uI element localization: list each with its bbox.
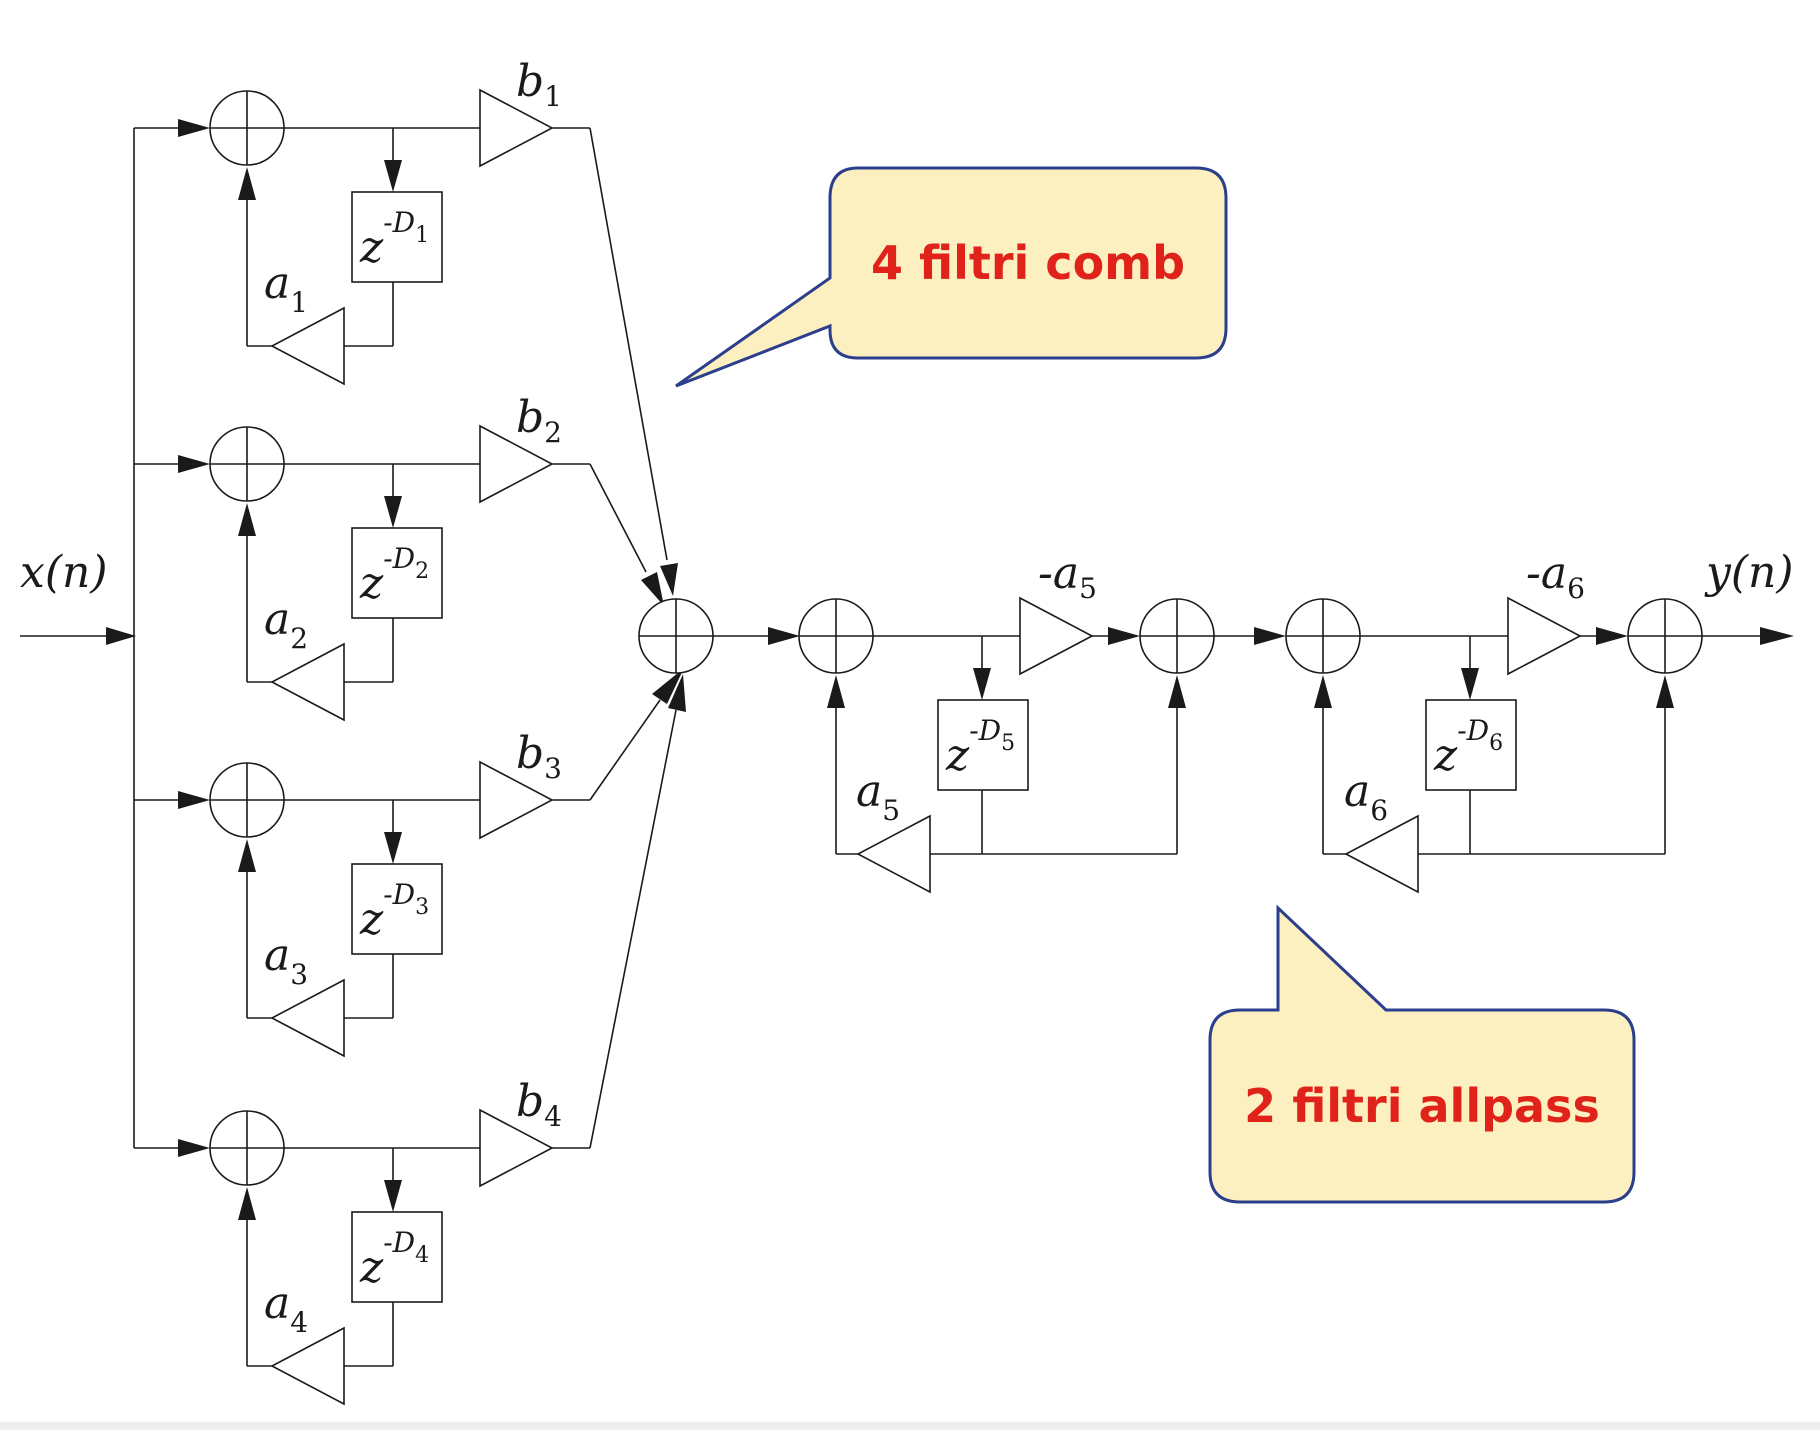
gain-b1-triangle — [479, 88, 554, 168]
delay-z5-label: z — [945, 730, 970, 781]
main-summer — [638, 598, 800, 674]
svg-text:a3: a3 — [264, 930, 308, 991]
svg-text:z-D2: z-D2 — [359, 542, 429, 609]
feedback-a1-triangle — [270, 306, 345, 386]
feedback-a2-sub: 2 — [290, 622, 308, 655]
feedback-a3-triangle — [270, 978, 345, 1058]
gain-b1-sub: 1 — [544, 80, 562, 113]
comb-filter-4: b4 a4 z-D4 — [134, 674, 686, 1406]
feedback-a4-sub: 4 — [290, 1306, 308, 1339]
forward-a6-label: -a — [1526, 548, 1567, 599]
gain-b2-label: b — [516, 392, 544, 443]
svg-text:a5: a5 — [856, 766, 900, 827]
delay-exp5-sub: 5 — [1001, 731, 1015, 756]
forward-a5-sub: 5 — [1079, 572, 1097, 605]
delay-exp1-sub: 1 — [415, 223, 429, 248]
output-label: y(n) — [1704, 547, 1794, 598]
feedback-a2-triangle — [270, 642, 345, 722]
forward-a5-triangle — [1019, 596, 1094, 676]
svg-text:b4: b4 — [516, 1076, 562, 1133]
comb-filter-1: b1 a1 z-D1 — [134, 56, 678, 596]
callout-comb-text: 4 filtri comb — [871, 236, 1185, 290]
svg-text:b2: b2 — [516, 392, 562, 449]
feedback-a1-label: a — [264, 258, 290, 309]
gain-b3-label: b — [516, 728, 544, 779]
forward-a6-triangle — [1507, 596, 1582, 676]
callout-allpass: 2 filtri allpass — [1208, 904, 1636, 1204]
feedback-a3-label: a — [264, 930, 290, 981]
feedback-a4-triangle — [270, 1326, 345, 1406]
bottom-edge-strip — [0, 1422, 1820, 1430]
delay-exp3-sub: 3 — [415, 895, 429, 920]
delay-exp2-sub: 2 — [415, 559, 429, 584]
delay-z3-label: z — [359, 894, 384, 945]
svg-text:a6: a6 — [1344, 766, 1388, 827]
svg-text:a4: a4 — [264, 1278, 308, 1339]
feedback-a5-sub: 5 — [882, 794, 900, 827]
input-arrow — [106, 627, 136, 645]
delay-exp1: -D — [383, 206, 415, 239]
delay-exp6-sub: 6 — [1489, 731, 1503, 756]
delay-exp4: -D — [383, 1226, 415, 1259]
gain-b4-sub: 4 — [544, 1100, 562, 1133]
feedback-a3-sub: 3 — [290, 958, 308, 991]
feedback-a4-label: a — [264, 1278, 290, 1329]
output-arrow — [1760, 627, 1794, 645]
delay-z6-label: z — [1433, 730, 1458, 781]
gain-b4-triangle — [479, 1108, 554, 1188]
gain-b2-sub: 2 — [544, 416, 562, 449]
delay-z4-label: z — [359, 1242, 384, 1293]
gain-b1-label: b — [516, 56, 544, 107]
input-label: x(n) — [20, 547, 107, 598]
forward-a6-sub: 6 — [1567, 572, 1585, 605]
delay-block-1 — [351, 191, 443, 283]
feedback-a6-sub: 6 — [1370, 794, 1388, 827]
svg-text:z-D1: z-D1 — [359, 206, 429, 273]
delay-exp3: -D — [383, 878, 415, 911]
feedback-a2-label: a — [264, 594, 290, 645]
delay-exp5: -D — [969, 714, 1001, 747]
delay-exp4-sub: 4 — [415, 1243, 429, 1268]
delay-block-6 — [1425, 699, 1517, 791]
svg-text:z-D4: z-D4 — [359, 1226, 429, 1293]
delay-block-4 — [351, 1211, 443, 1303]
delay-block-2 — [351, 527, 443, 619]
gain-b2-triangle — [479, 424, 554, 504]
delay-exp6: -D — [1457, 714, 1489, 747]
feedback-a5-label: a — [856, 766, 882, 817]
svg-text:a1: a1 — [264, 258, 308, 319]
gain-b3-triangle — [479, 760, 554, 840]
svg-text:z-D6: z-D6 — [1433, 714, 1503, 781]
delay-z2-label: z — [359, 558, 384, 609]
allpass-filter-1: -a5 a5 z-D5 — [798, 548, 1286, 894]
feedback-a6-label: a — [1344, 766, 1370, 817]
callout-allpass-text: 2 filtri allpass — [1244, 1079, 1600, 1133]
forward-a5-label: -a — [1038, 548, 1079, 599]
svg-text:-a6: -a6 — [1526, 548, 1585, 605]
svg-text:b1: b1 — [516, 56, 562, 113]
svg-text:-a5: -a5 — [1038, 548, 1097, 605]
comb-filter-3: b3 a3 z-D3 — [134, 668, 684, 1058]
gain-b3-sub: 3 — [544, 752, 562, 785]
callout-comb: 4 filtri comb — [675, 166, 1228, 388]
gain-b4-label: b — [516, 1076, 544, 1127]
feedback-a5-triangle — [856, 814, 931, 894]
svg-text:a2: a2 — [264, 594, 308, 655]
allpass-filter-2: -a6 a6 z-D6 — [1285, 548, 1703, 894]
svg-text:z-D3: z-D3 — [359, 878, 429, 945]
delay-z1-label: z — [359, 222, 384, 273]
delay-block-5 — [937, 699, 1029, 791]
svg-text:z-D5: z-D5 — [945, 714, 1015, 781]
feedback-a1-sub: 1 — [290, 286, 308, 319]
delay-exp2: -D — [383, 542, 415, 575]
feedback-a6-triangle — [1344, 814, 1419, 894]
svg-text:b3: b3 — [516, 728, 562, 785]
delay-block-3 — [351, 863, 443, 955]
comb-filter-2: b2 a2 z-D2 — [134, 392, 664, 722]
